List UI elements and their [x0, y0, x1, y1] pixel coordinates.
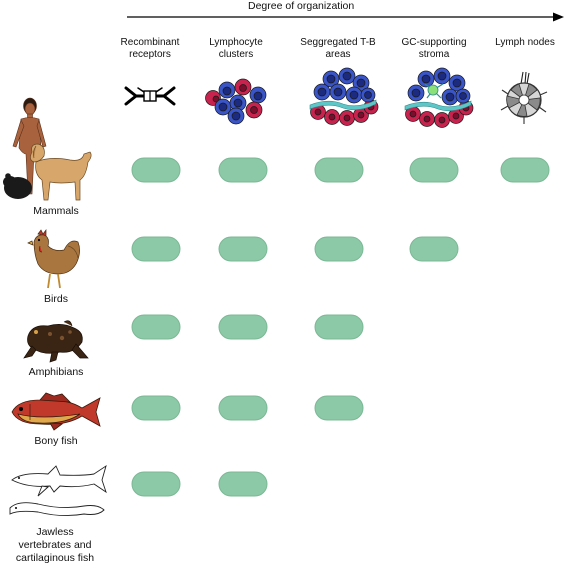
presence-pill-jawless-lymphocyte	[218, 471, 268, 497]
presence-pill-bony-lymphocyte	[218, 395, 268, 421]
row-label-mammals: Mammals	[33, 205, 79, 217]
fish-icon	[11, 392, 101, 431]
presence-pill-birds-recombinant	[131, 236, 181, 262]
presence-pill-amphibians-recombinant	[131, 314, 181, 340]
axis-title: Degree of organization	[248, 0, 355, 12]
presence-pill-jawless-recombinant	[131, 471, 181, 497]
row-label-bony-fish: Bony fish	[34, 435, 78, 447]
presence-pill-mammals-recombinant	[131, 157, 181, 183]
presence-pill-birds-seggregated	[314, 236, 364, 262]
presence-pill-bony-recombinant	[131, 395, 181, 421]
presence-pill-birds-lymphocyte	[218, 236, 268, 262]
presence-pill-amphibians-lymphocyte	[218, 314, 268, 340]
presence-pill-mammals-lymph	[500, 157, 550, 183]
lymph-node-icon	[500, 71, 548, 124]
row-label-amphibians: Amphibians	[28, 366, 84, 378]
presence-pill-bony-seggregated	[314, 395, 364, 421]
receptor-icon	[124, 86, 176, 106]
presence-pill-mammals-gc	[409, 157, 459, 183]
row-label-jawless: Jawless vertebrates and cartilaginous fi…	[15, 526, 95, 564]
presence-pill-mammals-lymphocyte	[218, 157, 268, 183]
presence-pill-birds-gc	[409, 236, 459, 262]
lymphocyte-cluster-icon	[205, 78, 267, 125]
presence-pill-mammals-seggregated	[314, 157, 364, 183]
organization-arrow	[127, 12, 564, 22]
frog-icon	[23, 320, 89, 363]
segregated-tb-icon	[309, 67, 379, 126]
shark-lamprey-icon	[9, 464, 107, 517]
mammals-icon	[3, 97, 92, 201]
row-label-birds: Birds	[44, 293, 68, 305]
gc-stroma-icon	[404, 67, 474, 128]
presence-pill-amphibians-seggregated	[314, 314, 364, 340]
column-label-lymph: Lymph nodes	[495, 37, 555, 48]
chicken-icon	[27, 228, 80, 289]
